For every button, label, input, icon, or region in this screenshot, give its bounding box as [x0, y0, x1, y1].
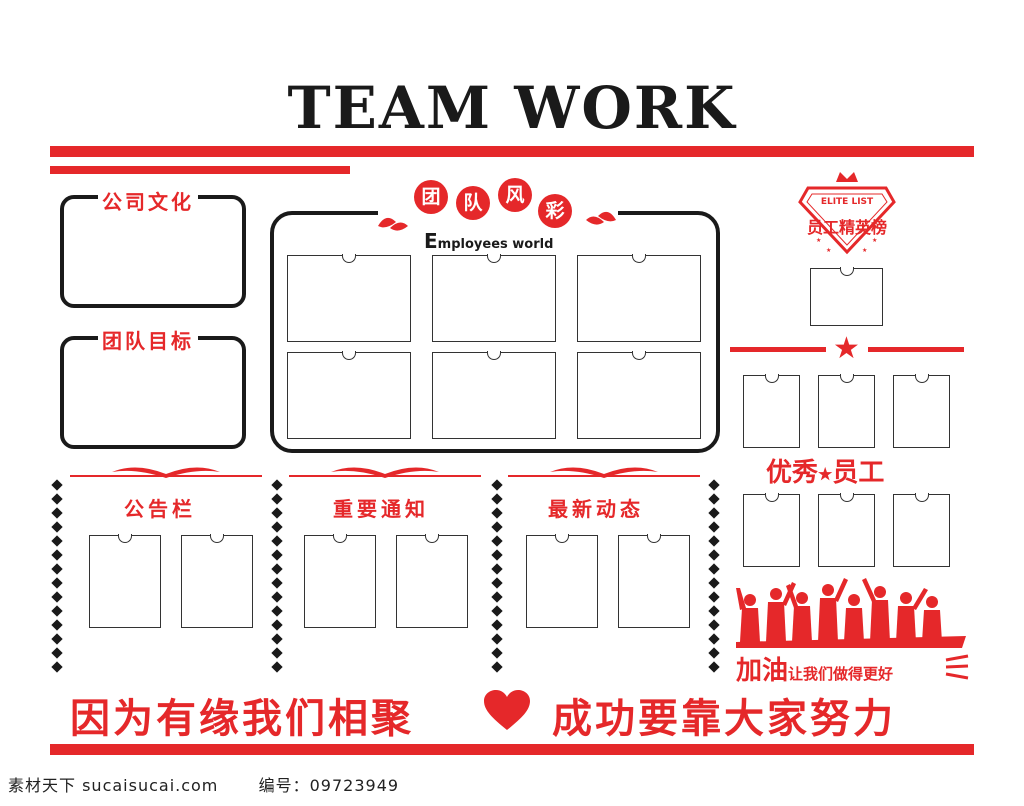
slogan-left: 因为有缘我们相聚 [70, 696, 414, 742]
footer-id-label: 编号： [258, 776, 310, 795]
svg-text:★: ★ [816, 237, 821, 244]
ribbon-divider-3 [508, 467, 700, 478]
gallery-subtitle: Employees world [424, 229, 553, 253]
cheer-small: 让我们做得更好 [788, 665, 894, 683]
gallery-char-2: 队 [456, 186, 490, 220]
elite-photo-frame [810, 267, 883, 326]
leaf-right-icon [586, 211, 616, 225]
heart-icon [484, 690, 530, 730]
cheer-big: 加油 [736, 656, 789, 686]
section-photo-frame [526, 534, 598, 628]
footer-id: 09723949 [309, 776, 400, 795]
employee-photo-frame [743, 374, 800, 448]
photo-frame [432, 351, 556, 439]
section-photo-frame [396, 534, 468, 628]
section-photo-frame [304, 534, 376, 628]
svg-text:★: ★ [862, 247, 867, 254]
cheering-crowd-icon [736, 578, 966, 648]
burst-lines-icon [945, 654, 969, 680]
employee-photo-frame [893, 374, 950, 448]
footer-watermark: 素材天下 sucaisucai.com 编号：09723949 [8, 772, 399, 796]
leaf-left-icon [378, 217, 408, 231]
diamond-column [271, 478, 283, 674]
section-photo-frame [89, 534, 161, 628]
gallery-char-3: 风 [498, 178, 532, 212]
small-star-icon: ★ [818, 464, 833, 484]
ribbon-divider-2 [289, 467, 481, 478]
photo-frame [577, 351, 701, 439]
top-red-bar [50, 146, 974, 157]
employee-photo-frame [893, 493, 950, 567]
footer-strip [0, 764, 1024, 806]
culture-label: 公司文化 [98, 186, 198, 215]
elite-badge-icon: ★ ★ ★ ★ [798, 172, 896, 255]
svg-text:★: ★ [826, 247, 831, 254]
employee-photo-frame [818, 493, 875, 567]
excellent-right: 员工 [832, 458, 885, 488]
svg-text:★: ★ [872, 237, 877, 244]
gallery-subtitle-initial: E [424, 229, 438, 253]
section-photo-frame [181, 534, 253, 628]
section-photo-frame [618, 534, 690, 628]
employee-photo-frame [743, 493, 800, 567]
elite-badge-en: ELITE LIST [820, 197, 874, 207]
page-title: TEAM WORK [287, 74, 737, 142]
diamond-column [708, 478, 720, 674]
right-divider-right [868, 347, 964, 352]
diamond-column [51, 478, 63, 674]
cheer-text: 加油让我们做得更好 [736, 650, 893, 687]
section-title-news: 最新动态 [548, 497, 644, 521]
goals-label: 团队目标 [98, 325, 198, 354]
top-red-sub-bar [50, 166, 350, 174]
employee-photo-frame [818, 374, 875, 448]
excellent-title: 优秀★员工 [766, 452, 884, 489]
photo-frame [577, 254, 701, 342]
elite-badge-cn: 员工精英榜 [806, 218, 887, 237]
photo-frame [432, 254, 556, 342]
photo-frame [287, 351, 411, 439]
slogan-right: 成功要靠大家努力 [552, 696, 896, 742]
star-icon: ★ [833, 331, 860, 366]
photo-frame [287, 254, 411, 342]
right-divider-left [730, 347, 826, 352]
section-title-bulletin: 公告栏 [124, 497, 196, 521]
footer-site: 素材天下 sucaisucai.com [8, 776, 219, 795]
gallery-subtitle-rest: mployees world [437, 237, 554, 252]
bottom-red-bar [50, 744, 974, 755]
ribbon-divider-1 [70, 467, 262, 478]
gallery-char-1: 团 [414, 180, 448, 214]
goals-box [60, 336, 246, 449]
excellent-left: 优秀 [766, 458, 819, 488]
gallery-char-4: 彩 [538, 194, 572, 228]
diamond-column [491, 478, 503, 674]
section-title-notice: 重要通知 [333, 497, 429, 521]
